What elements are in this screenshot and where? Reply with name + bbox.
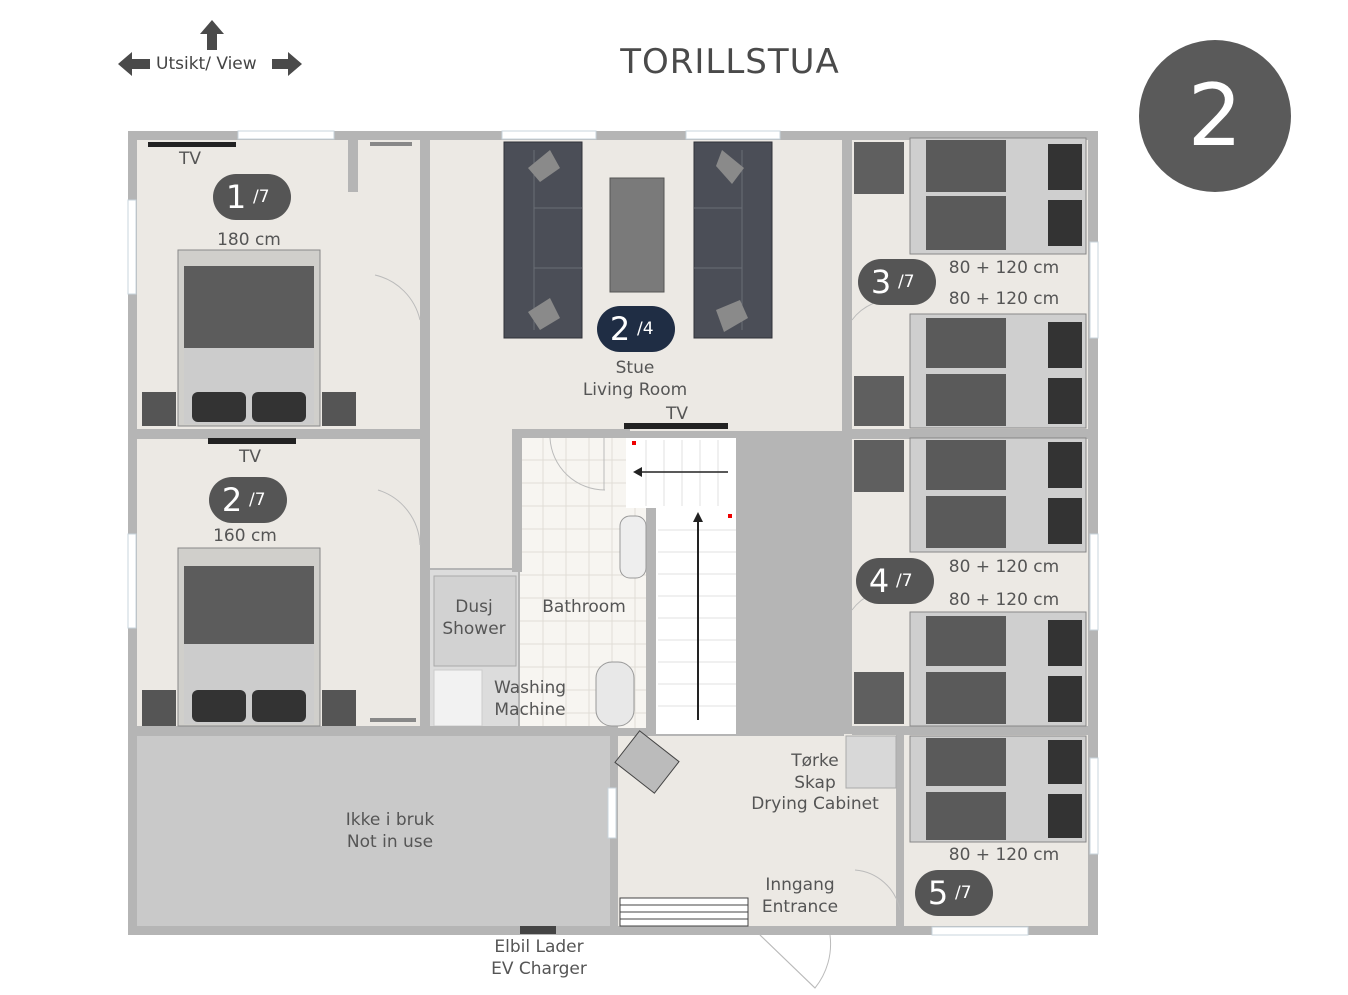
room-2-tv-label: TV — [238, 447, 261, 467]
room-5-bed-size: 80 + 120 cm — [948, 845, 1060, 865]
floor-number-badge: 2 — [1139, 40, 1291, 192]
shower-name-no: Dusj — [455, 597, 493, 617]
drying-cabinet-line3: Drying Cabinet — [751, 794, 879, 814]
room-3-bed-top: 80 + 120 cm — [948, 258, 1060, 278]
washing-machine-line1: Washing — [493, 678, 567, 698]
bathroom-name: Bathroom — [542, 597, 626, 617]
room-4-bed-top: 80 + 120 cm — [948, 557, 1060, 577]
living-room-badge: 2/4 — [597, 306, 675, 352]
room-1-tv-label: TV — [178, 149, 201, 169]
washing-machine-line2: Machine — [494, 700, 566, 720]
drying-cabinet-line1: Tørke — [791, 751, 839, 771]
living-room-name-en: Living Room — [582, 380, 688, 400]
shower-name-en: Shower — [442, 619, 506, 639]
room-5-badge: 5/7 — [915, 870, 993, 916]
unused-room-name-no: Ikke i bruk — [345, 810, 435, 830]
unused-room-name-en: Not in use — [346, 832, 434, 852]
room-3-bed-bottom: 80 + 120 cm — [948, 289, 1060, 309]
room-4-bed-bottom: 80 + 120 cm — [948, 590, 1060, 610]
living-room-tv-label: TV — [665, 404, 688, 424]
room-4-badge: 4/7 — [856, 558, 934, 604]
room-1-badge: 1/7 — [213, 174, 291, 220]
room-2-bed-size: 160 cm — [213, 526, 277, 546]
entrance-name-no: Inngang — [765, 875, 835, 895]
ev-charger-name-en: EV Charger — [491, 959, 587, 979]
living-room-name-no: Stue — [615, 358, 655, 378]
page-title: TORILLSTUA — [620, 42, 840, 82]
view-label: Utsikt/ View — [156, 54, 257, 74]
room-2-badge: 2/7 — [209, 477, 287, 523]
room-3-badge: 3/7 — [858, 259, 936, 305]
entrance-name-en: Entrance — [761, 897, 839, 917]
room-1-bed-size: 180 cm — [217, 230, 281, 250]
drying-cabinet-line2: Skap — [794, 773, 836, 793]
ev-charger-name-no: Elbil Lader — [494, 937, 584, 957]
view-arrows-icon — [118, 20, 302, 76]
